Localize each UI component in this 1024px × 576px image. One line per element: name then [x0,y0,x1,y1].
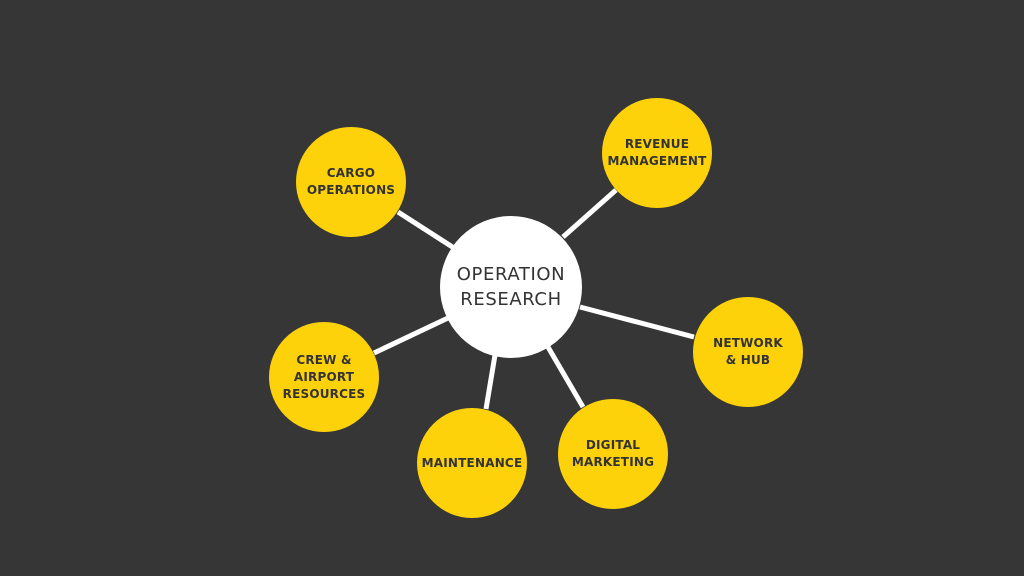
node-revenue-management: REVENUE MANAGEMENT [602,98,712,208]
connector-cargo [396,209,456,251]
connector-digital [545,345,586,409]
node-cargo-operations: CARGO OPERATIONS [296,127,406,237]
node-label-network-hub: NETWORK & HUB [713,336,783,367]
node-crew-airport-resources: CREW & AIRPORT RESOURCES [269,322,379,432]
node-label-digital-marketing: DIGITAL MARKETING [571,438,655,469]
node-label-maintenance: MAINTENANCE [421,455,523,470]
connector-crew [372,315,450,356]
center-node-operation-research: OPERATION RESEARCH [440,216,582,358]
node-network-hub: NETWORK & HUB [693,297,803,407]
node-label-revenue-management: REVENUE MANAGEMENT [607,137,707,168]
node-maintenance: MAINTENANCE [417,408,527,518]
connector-network [579,304,695,340]
connector-maintenance [483,354,498,410]
connector-revenue [561,188,618,239]
node-label-cargo-operations: CARGO OPERATIONS [306,166,396,197]
center-node-label: OPERATION RESEARCH [456,264,566,310]
node-digital-marketing: DIGITAL MARKETING [558,399,668,509]
node-label-crew-airport-resources: CREW & AIRPORT RESOURCES [282,352,366,401]
